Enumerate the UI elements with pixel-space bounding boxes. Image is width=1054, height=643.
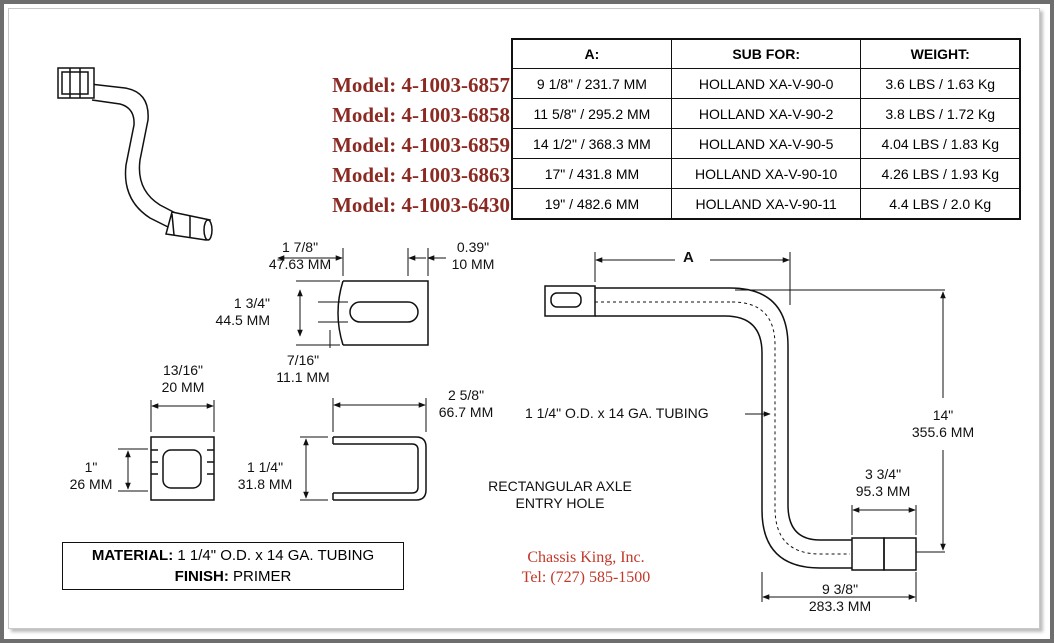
drawing-inner-frame: [8, 8, 1040, 629]
cell-a: 14 1/2" / 368.3 MM: [511, 128, 672, 159]
dim-value-in: 14": [932, 407, 954, 423]
company-name: Chassis King, Inc.: [527, 549, 645, 566]
finish-line: FINISH: PRIMER: [63, 566, 403, 587]
material-value: 1 1/4" O.D. x 14 GA. TUBING: [173, 547, 375, 564]
dim-end-length: 3 3/4" 95.3 MM: [843, 466, 923, 500]
dim-value-in: 13/16": [162, 362, 203, 378]
cell-weight: 3.6 LBS / 1.63 Kg: [860, 68, 1021, 99]
material-line: MATERIAL: 1 1/4" O.D. x 14 GA. TUBING: [63, 545, 403, 566]
axle-entry-label: RECTANGULAR AXLE ENTRY HOLE: [470, 478, 650, 512]
dim-value-in: 1": [84, 459, 98, 475]
main-tube-drawing: [544, 285, 917, 571]
dim-value-mm: 44.5 MM: [215, 312, 270, 328]
cell-weight: 4.04 LBS / 1.83 Kg: [860, 128, 1021, 159]
dim-value-mm: 10 MM: [451, 256, 495, 272]
table-row: 17" / 431.8 MM HOLLAND XA-V-90-10 4.26 L…: [511, 158, 1021, 189]
dim-value-mm: 31.8 MM: [237, 476, 293, 492]
cell-a: 19" / 482.6 MM: [511, 188, 672, 220]
dim-value-in: 3 3/4": [864, 466, 902, 482]
dim-value-mm: 26 MM: [69, 476, 113, 492]
dim-slot-width: 7/16" 11.1 MM: [265, 352, 341, 386]
cell-sub-for: HOLLAND XA-V-90-2: [670, 98, 862, 129]
cell-weight: 4.4 LBS / 2.0 Kg: [860, 188, 1021, 220]
cell-sub-for: HOLLAND XA-V-90-5: [670, 128, 862, 159]
header-weight: WEIGHT:: [860, 38, 1021, 69]
dim-value-mm: 95.3 MM: [855, 483, 911, 499]
cell-sub-for: HOLLAND XA-V-90-10: [670, 158, 862, 189]
dim-slot-offset: 0.39" 10 MM: [440, 239, 506, 273]
model-name: Model: 4-1003-6430: [332, 193, 510, 217]
header-a: A:: [511, 38, 672, 69]
dim-end-view-height: 1" 26 MM: [56, 459, 126, 493]
header-sub-for: SUB FOR:: [670, 38, 862, 69]
dim-value-mm: 11.1 MM: [276, 369, 330, 385]
table-row: 11 5/8" / 295.2 MM HOLLAND XA-V-90-2 3.8…: [511, 98, 1021, 129]
dim-value-in: 1 3/4": [233, 295, 270, 311]
dim-height-slot-end: 1 3/4" 44.5 MM: [196, 295, 270, 329]
dim-a-label: A: [683, 249, 694, 266]
axle-entry-line: RECTANGULAR AXLE: [488, 478, 632, 494]
dim-value-mm: 20 MM: [161, 379, 205, 395]
dim-u-slot-length: 2 5/8" 66.7 MM: [428, 387, 504, 421]
cell-sub-for: HOLLAND XA-V-90-0: [670, 68, 862, 99]
model-name: Model: 4-1003-6858: [332, 103, 510, 127]
dim-tube-height: 14" 355.6 MM: [905, 407, 981, 441]
table-row: 19" / 482.6 MM HOLLAND XA-V-90-11 4.4 LB…: [511, 188, 1021, 220]
dim-value-mm: 355.6 MM: [911, 424, 975, 440]
spec-table: A: SUB FOR: WEIGHT: 9 1/8" / 231.7 MM HO…: [511, 38, 1021, 220]
dim-end-view-width: 13/16" 20 MM: [145, 362, 221, 396]
model-name: Model: 4-1003-6863: [332, 163, 510, 187]
dim-width-slot-end: 1 7/8" 47.63 MM: [255, 239, 345, 273]
model-name: Model: 4-1003-6859: [332, 133, 510, 157]
finish-label: FINISH:: [174, 568, 229, 585]
material-label: MATERIAL:: [91, 547, 174, 564]
table-header-row: A: SUB FOR: WEIGHT:: [511, 38, 1021, 69]
dim-tube-drop: 9 3/8" 283.3 MM: [800, 581, 880, 615]
tubing-callout: 1 1/4" O.D. x 14 GA. TUBING: [525, 405, 709, 421]
dim-value-mm: 47.63 MM: [268, 256, 332, 272]
model-list: Model: 4-1003-6857 Model: 4-1003-6858 Mo…: [305, 70, 510, 220]
cell-a: 17" / 431.8 MM: [511, 158, 672, 189]
cell-a: 11 5/8" / 295.2 MM: [511, 98, 672, 129]
company-phone: Tel: (727) 585-1500: [521, 569, 651, 586]
dim-value-in: 9 3/8": [821, 581, 859, 597]
dim-value-mm: 283.3 MM: [808, 598, 872, 614]
finish-value: PRIMER: [228, 568, 292, 585]
table-row: 9 1/8" / 231.7 MM HOLLAND XA-V-90-0 3.6 …: [511, 68, 1021, 99]
cell-weight: 4.26 LBS / 1.93 Kg: [860, 158, 1021, 189]
cell-weight: 3.8 LBS / 1.72 Kg: [860, 98, 1021, 129]
cell-a: 9 1/8" / 231.7 MM: [511, 68, 672, 99]
material-box: MATERIAL: 1 1/4" O.D. x 14 GA. TUBING FI…: [62, 542, 404, 590]
dim-u-slot-height: 1 1/4" 31.8 MM: [226, 459, 304, 493]
dim-value-mm: 66.7 MM: [438, 404, 494, 420]
company-info: Chassis King, Inc. Tel: (727) 585-1500: [505, 548, 667, 588]
dim-value-in: 7/16": [286, 352, 320, 368]
dim-value-in: 1 7/8": [281, 239, 319, 255]
tube-perspective-illustration: [57, 67, 213, 241]
dim-value-in: 2 5/8": [447, 387, 485, 403]
end-view-detail: [150, 436, 215, 501]
axle-entry-line: ENTRY HOLE: [515, 495, 605, 511]
slotted-end-detail: [337, 280, 429, 346]
u-slot-detail: [332, 436, 427, 501]
table-row: 14 1/2" / 368.3 MM HOLLAND XA-V-90-5 4.0…: [511, 128, 1021, 159]
dim-value-in: 1 1/4": [246, 459, 284, 475]
dim-value-in: 0.39": [456, 239, 490, 255]
cell-sub-for: HOLLAND XA-V-90-11: [670, 188, 862, 220]
model-name: Model: 4-1003-6857: [332, 73, 510, 97]
